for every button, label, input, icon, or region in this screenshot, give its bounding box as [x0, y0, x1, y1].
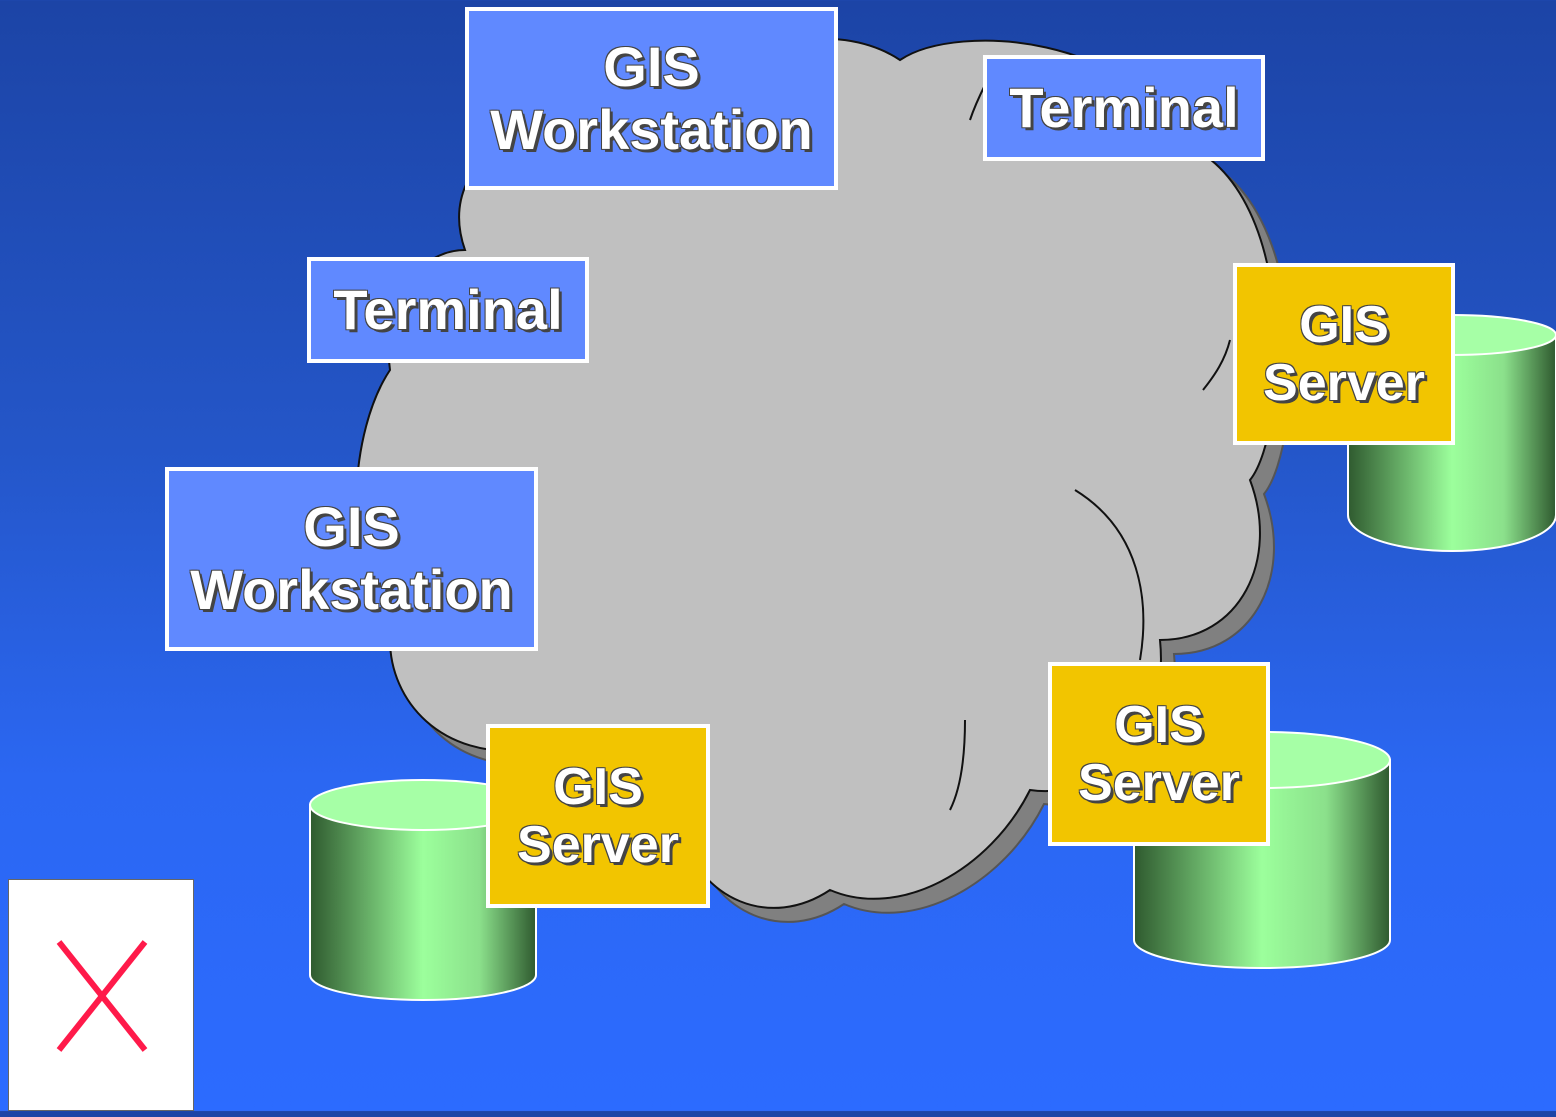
gis-server-bottom-right: GIS Server: [1048, 662, 1270, 846]
cloud-inner-arc: [1202, 339, 1231, 391]
gis-server-bottom-left: GIS Server: [486, 724, 710, 908]
node-label-line2: Workstation: [490, 97, 813, 161]
node-label-line1: GIS: [1114, 695, 1204, 754]
node-label: Terminal: [1009, 75, 1239, 139]
gis-server-right: GIS Server: [1233, 263, 1455, 445]
database-cylinder-icon: [309, 779, 537, 1001]
node-label-line2: Server: [517, 816, 679, 874]
cloud-inner-arc: [949, 719, 966, 811]
terminal-top: Terminal: [983, 55, 1265, 161]
node-label-line2: Server: [1078, 754, 1240, 812]
cloud-inner-arc: [1074, 489, 1145, 661]
node-label-line1: GIS: [1299, 295, 1389, 354]
node-label-line1: GIS: [303, 495, 400, 559]
node-label-line1: GIS: [603, 34, 700, 98]
gis-workstation-top: GIS Workstation: [465, 7, 838, 190]
terminal-left: Terminal: [307, 257, 589, 363]
node-label: Terminal: [333, 277, 563, 341]
node-label-line2: Workstation: [190, 558, 513, 621]
broken-image-placeholder: [8, 879, 194, 1111]
node-label-line1: GIS: [553, 757, 643, 816]
close-icon: [56, 940, 148, 1052]
gis-workstation-left: GIS Workstation: [165, 467, 538, 651]
node-label-line2: Server: [1263, 354, 1425, 412]
